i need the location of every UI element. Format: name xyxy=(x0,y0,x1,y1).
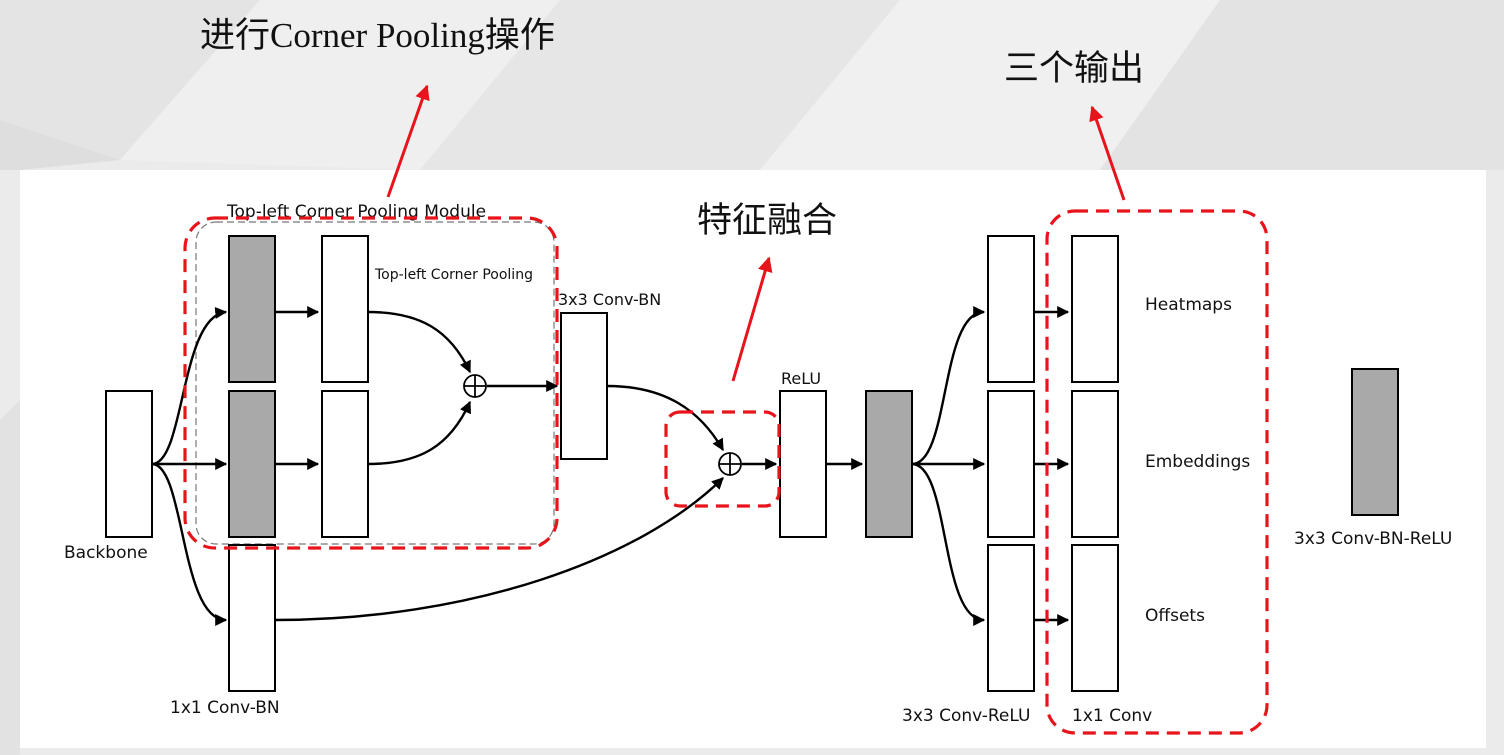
corner-pooling-annotation: 进行Corner Pooling操作 xyxy=(200,16,555,55)
conv3-bn-label: 3x3 Conv-BN xyxy=(558,290,661,309)
conv3-bn-block xyxy=(560,312,608,460)
pooling-bottom-block xyxy=(321,390,369,538)
pool-bottom-to-sum-arrow xyxy=(367,400,472,466)
conv1-bn-label: 1x1 Conv-BN xyxy=(170,698,280,718)
backbone-label: Backbone xyxy=(64,543,148,563)
offsets-label: Offsets xyxy=(1145,606,1205,626)
red-highlights xyxy=(183,209,1269,735)
conv3-relu-top-block xyxy=(987,235,1035,383)
conv1-to-sum2-arrow xyxy=(274,477,724,622)
feature-fusion-annotation: 特征融合 xyxy=(697,201,837,240)
outputs-highlight-box xyxy=(1045,209,1269,735)
conv1-bn-block xyxy=(228,544,276,692)
conv3-relu-bottom-block xyxy=(987,544,1035,692)
embeddings-conv-block xyxy=(1071,390,1119,538)
gray-to-bottom-branch-arrow xyxy=(911,462,986,626)
legend-gray-label: 3x3 Conv-BN-ReLU xyxy=(1294,529,1452,549)
offsets-conv-block xyxy=(1071,544,1119,692)
conv-bn-relu-top-block xyxy=(228,235,276,383)
embeddings-label: Embeddings xyxy=(1145,452,1250,472)
relu-block xyxy=(779,390,827,538)
connections xyxy=(151,306,1070,626)
conv3-relu-label: 3x3 Conv-ReLU xyxy=(902,706,1030,726)
conv3-to-sum2-arrow xyxy=(606,384,725,452)
backbone-block xyxy=(105,390,153,538)
sum-node-pooling xyxy=(463,374,487,398)
module-title: Top-left Corner Pooling Module xyxy=(226,202,486,222)
backbone-to-bottom-arrow xyxy=(151,462,228,626)
conv-bn-relu-bottom-block xyxy=(228,390,276,538)
fusion-highlight-box xyxy=(664,410,781,508)
conv-bn-relu-mid-block xyxy=(865,390,913,538)
relu-label: ReLU xyxy=(781,369,821,388)
pooling-highlight-box xyxy=(183,216,559,550)
corner-pooling-pointer-arrow xyxy=(386,84,430,198)
pool-top-to-sum-arrow xyxy=(367,310,472,374)
conv3-relu-mid-block xyxy=(987,390,1035,538)
heatmaps-conv-block xyxy=(1071,235,1119,383)
heatmaps-label: Heatmaps xyxy=(1145,295,1232,315)
fusion-pointer-arrow xyxy=(731,256,773,382)
conv1-label: 1x1 Conv xyxy=(1072,706,1152,726)
pooling-top-block xyxy=(321,235,369,383)
pooling-label: Top-left Corner Pooling xyxy=(374,267,533,283)
gray-to-top-branch-arrow xyxy=(911,306,986,466)
legend-gray-block xyxy=(1351,368,1399,516)
sum-node-fusion xyxy=(718,452,742,476)
three-outputs-annotation: 三个输出 xyxy=(1004,49,1144,88)
outputs-pointer-arrow xyxy=(1089,105,1126,201)
red-pointers xyxy=(386,84,1126,382)
